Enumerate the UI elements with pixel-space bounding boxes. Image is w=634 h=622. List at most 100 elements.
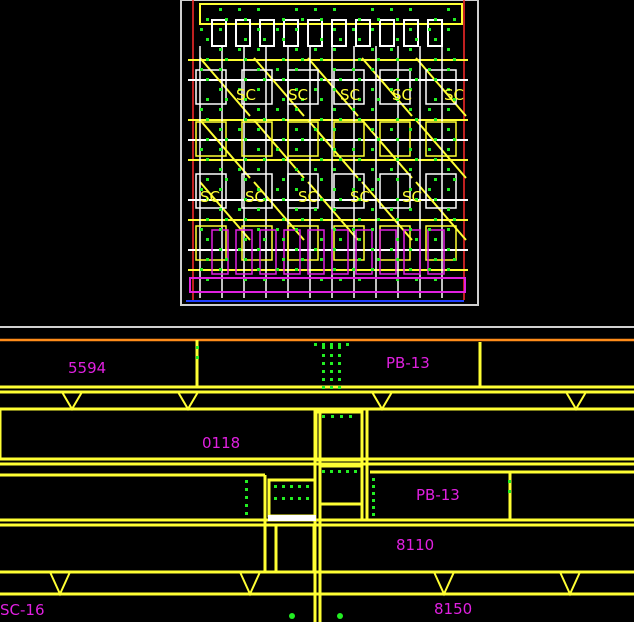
overview-bolt: [358, 198, 361, 201]
overview-bolt: [295, 148, 298, 151]
overview-bolt: [219, 128, 222, 131]
overview-bolt: [206, 158, 209, 161]
overview-bolt: [371, 88, 374, 91]
overview-bolt: [428, 68, 431, 71]
overview-bolt: [257, 48, 260, 51]
bolt: [322, 370, 325, 373]
overview-bolt: [206, 78, 209, 81]
detail-bolts: [196, 343, 511, 619]
overview-bolt: [219, 48, 222, 51]
bottom-panel: [235, 229, 253, 275]
overview-bolt: [314, 248, 317, 251]
overview-sc-label: SC: [350, 188, 370, 206]
overview-bolt: [257, 68, 260, 71]
overview-bolt: [206, 98, 209, 101]
overview-bolt: [263, 78, 266, 81]
overview-brace: [307, 57, 359, 117]
bottom-panel: [355, 229, 373, 275]
mark-pb13-top: PB-13: [386, 354, 430, 372]
bolt: [274, 485, 277, 488]
overview-bolt: [320, 218, 323, 221]
overview-bolt: [238, 88, 241, 91]
bolt: [330, 370, 333, 373]
top-post: [355, 19, 371, 47]
overview-bolt: [339, 78, 342, 81]
bolt: [338, 370, 341, 373]
overview-panel: [241, 121, 273, 157]
bolt: [245, 496, 248, 499]
overview-panel: [333, 225, 365, 261]
overview-bolt: [295, 48, 298, 51]
overview-bolt: [428, 28, 431, 31]
bottom-panel: [331, 229, 349, 275]
overview-bolt: [219, 168, 222, 171]
overview-bolt: [276, 68, 279, 71]
overview-bolt: [434, 118, 437, 121]
overview-bolt: [434, 18, 437, 21]
overview-bolt: [371, 68, 374, 71]
overview-bolt: [295, 168, 298, 171]
overview-bolt: [282, 78, 285, 81]
overview-bolt: [244, 238, 247, 241]
overview-bolt: [295, 188, 298, 191]
overview-bolt: [371, 188, 374, 191]
overview-bolt: [409, 108, 412, 111]
bottom-panel: [403, 229, 421, 275]
overview-bolt: [396, 118, 399, 121]
overview-bolt: [276, 148, 279, 151]
overview-bolt: [206, 218, 209, 221]
overview-bolt: [358, 58, 361, 61]
overview-bolt: [352, 148, 355, 151]
overview-bolt: [428, 188, 431, 191]
overview-bolt: [219, 188, 222, 191]
overview-bolt: [206, 238, 209, 241]
overview-bolt: [371, 168, 374, 171]
overview-brace: [415, 119, 467, 179]
overview-bolt: [352, 188, 355, 191]
overview-bolt: [447, 128, 450, 131]
overview-bolt: [282, 18, 285, 21]
overview-panel: [333, 121, 365, 157]
overview-bolt: [257, 108, 260, 111]
overview-bolt: [447, 168, 450, 171]
overview-bolt: [371, 108, 374, 111]
overview-bolt: [333, 168, 336, 171]
overview-bolt: [276, 268, 279, 271]
overview-bolt: [244, 178, 247, 181]
mark-8110: 8110: [396, 536, 434, 554]
overview-brace: [361, 119, 413, 179]
bolt: [338, 346, 341, 349]
overview-bolt: [434, 258, 437, 261]
bottom-panel: [307, 229, 325, 275]
overview-bolt: [263, 118, 266, 121]
overview-bolt: [409, 48, 412, 51]
bolt: [298, 485, 301, 488]
overview-bolt: [415, 38, 418, 41]
overview-bolt: [409, 8, 412, 11]
overview-bolt: [390, 88, 393, 91]
top-post: [307, 19, 323, 47]
mark-pb13-mid: PB-13: [416, 486, 460, 504]
overview-bolt: [244, 138, 247, 141]
overview-bolt: [257, 28, 260, 31]
top-post: [403, 19, 419, 47]
overview-bolt: [333, 208, 336, 211]
overview-bolt: [358, 238, 361, 241]
overview-panel: [425, 225, 457, 261]
overview-bolt: [415, 238, 418, 241]
overview-bolt: [453, 218, 456, 221]
overview-bolt: [333, 68, 336, 71]
bolt: [245, 504, 248, 507]
overview-plates: [195, 19, 457, 298]
overview-bolt: [244, 278, 247, 281]
overview-bolt: [206, 278, 209, 281]
overview-bolt: [447, 268, 450, 271]
overview-bolt: [276, 228, 279, 231]
overview-bolt: [390, 208, 393, 211]
overview-bolt: [200, 188, 203, 191]
overview-bolt: [447, 88, 450, 91]
overview-panel: [287, 173, 319, 209]
bolt: [290, 497, 293, 500]
overview-bolt: [238, 128, 241, 131]
